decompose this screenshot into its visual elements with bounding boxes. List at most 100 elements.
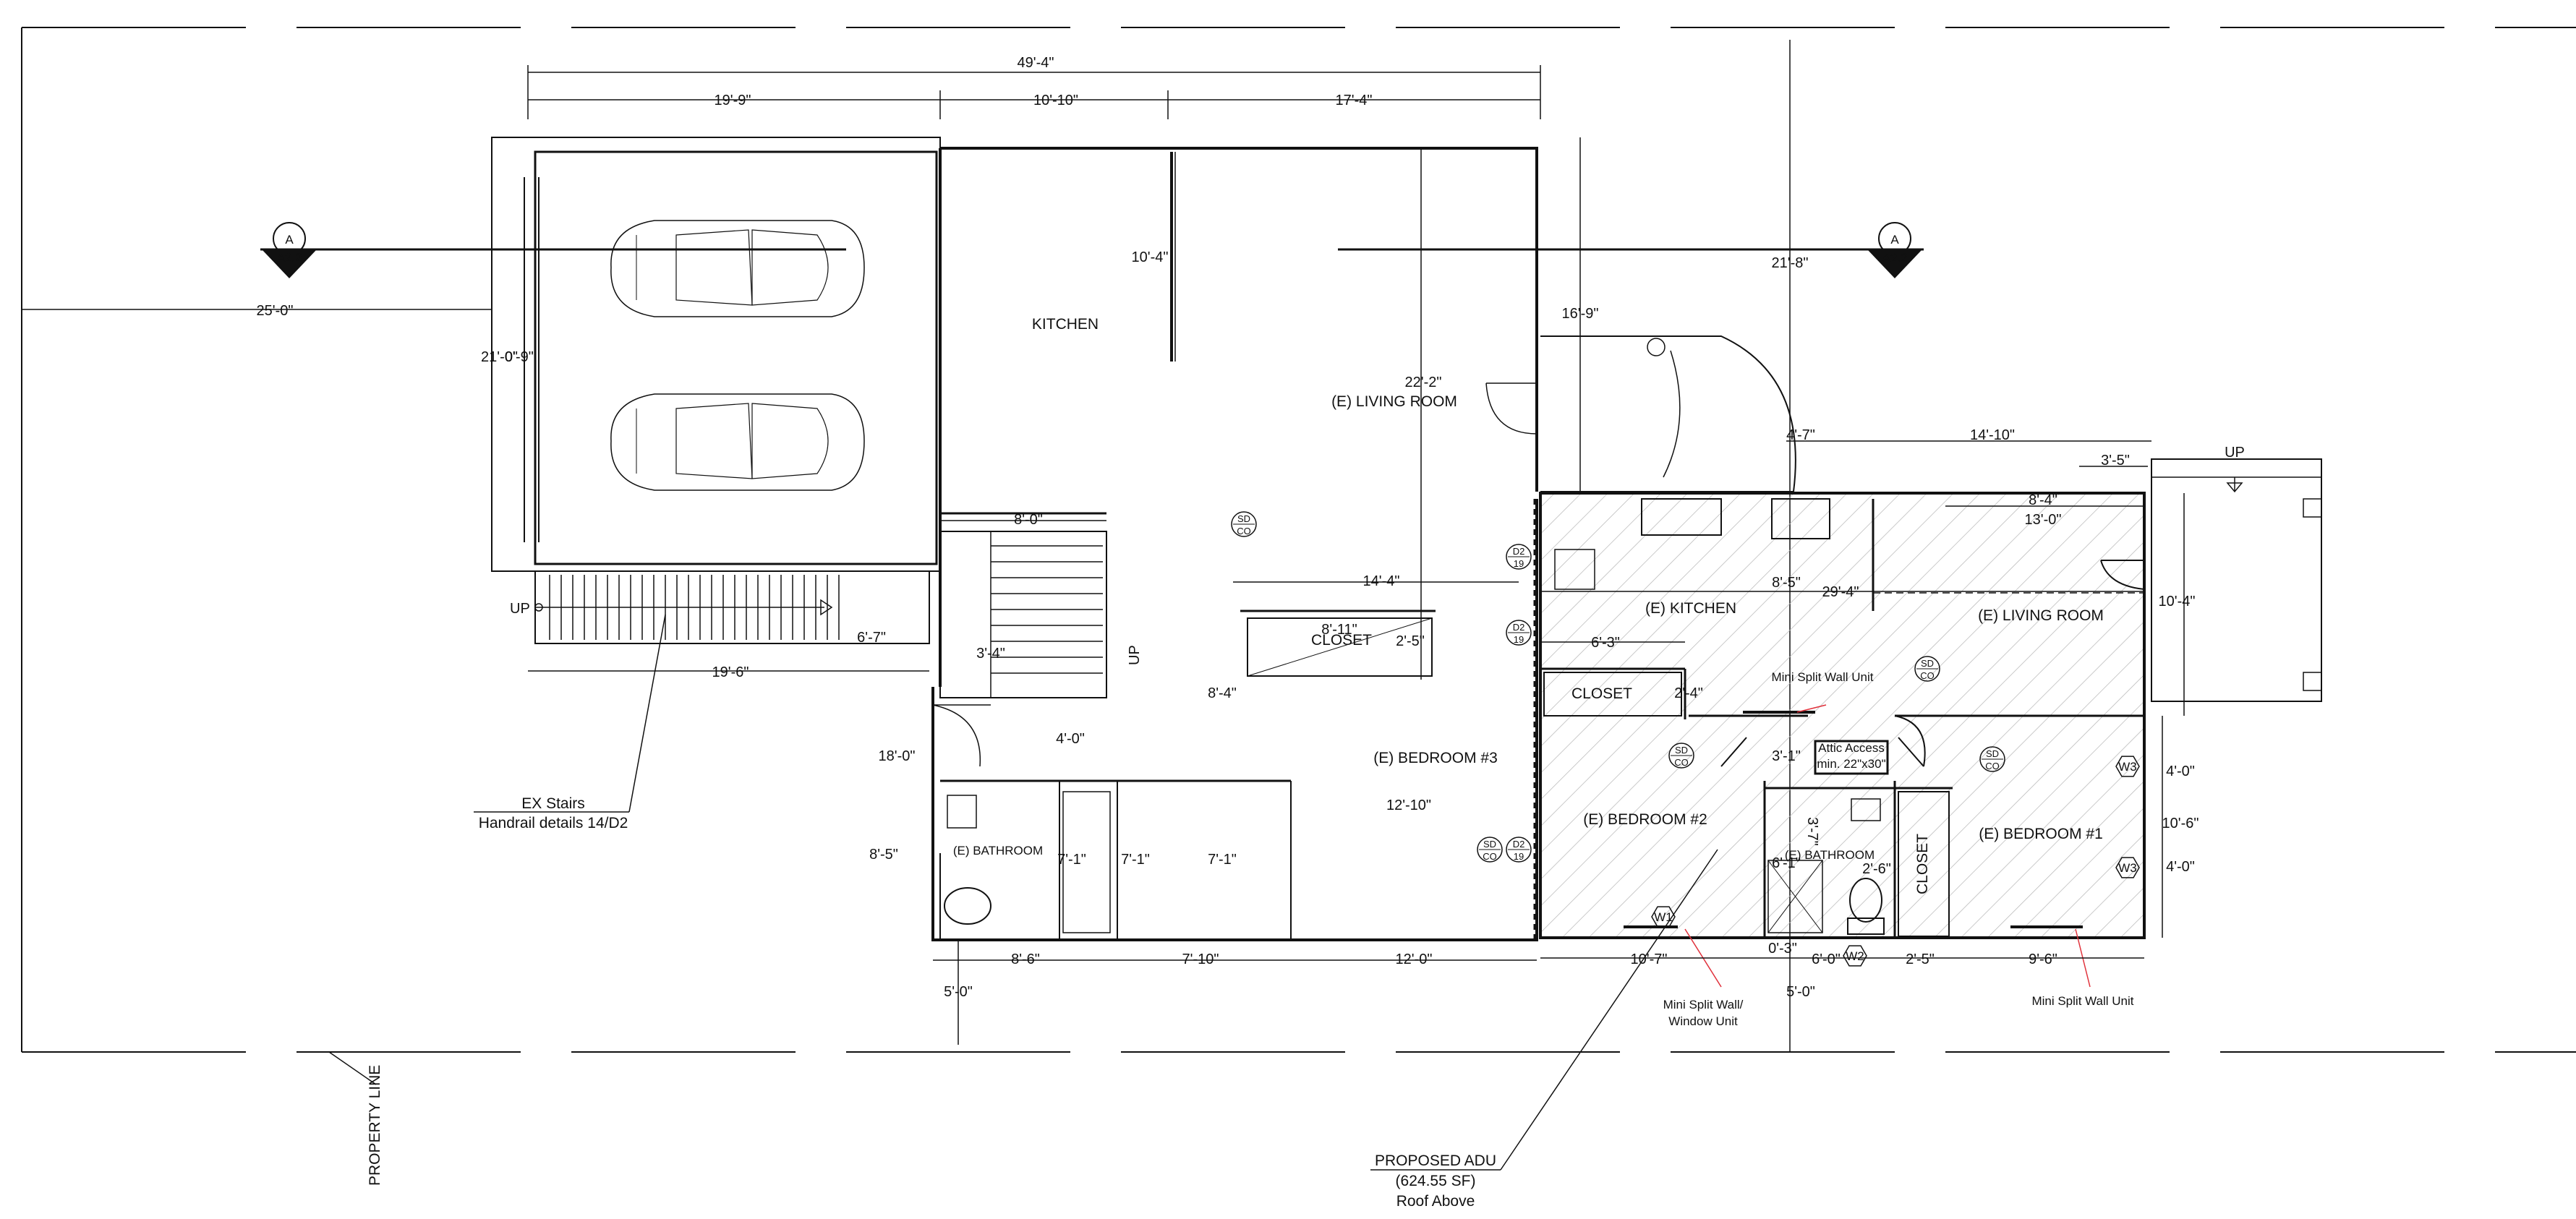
section-cut: A A2.2 A A2.2 bbox=[260, 222, 1924, 278]
svg-text:14'-10": 14'-10" bbox=[1970, 427, 2015, 443]
svg-text:8'-4": 8'-4" bbox=[1208, 685, 1237, 701]
svg-text:D2: D2 bbox=[1513, 839, 1525, 850]
svg-text:SD: SD bbox=[1986, 748, 1999, 759]
attic-access-title: Attic Access bbox=[1818, 741, 1885, 755]
adu-bedroom2-label: (E) BEDROOM #2 bbox=[1583, 811, 1707, 828]
svg-text:D2: D2 bbox=[1513, 546, 1525, 557]
car-bottom bbox=[610, 393, 865, 491]
svg-text:D2: D2 bbox=[1513, 622, 1525, 633]
stairs-note: EX Stairs Handrail details 14/D2 bbox=[474, 614, 666, 831]
svg-text:8'-0": 8'-0" bbox=[1014, 512, 1043, 528]
svg-text:2'-5": 2'-5" bbox=[1396, 633, 1425, 649]
svg-text:2'-5": 2'-5" bbox=[1906, 951, 1935, 967]
svg-text:2'-4": 2'-4" bbox=[1674, 685, 1703, 701]
svg-text:CO: CO bbox=[1237, 526, 1251, 536]
window-tag-w3-bottom: W3 bbox=[2115, 857, 2140, 878]
svg-text:A2.2: A2.2 bbox=[1882, 251, 1908, 265]
attic-access-size: min. 22"x30" bbox=[1817, 757, 1885, 771]
adu-living-room-label: (E) LIVING ROOM bbox=[1978, 607, 2104, 624]
closet-label-existing: CLOSET bbox=[1311, 632, 1372, 649]
mini-split-notes: Mini Split Wall Unit Mini Split Wall/ Wi… bbox=[1624, 670, 2134, 1028]
svg-text:9'-6": 9'-6" bbox=[2029, 951, 2057, 967]
adu-note: PROPOSED ADU (624.55 SF) Roof Above bbox=[1370, 849, 1718, 1210]
svg-text:Mini Split Wall/: Mini Split Wall/ bbox=[1663, 998, 1744, 1011]
adu-kitchen-label: (E) KITCHEN bbox=[1645, 600, 1736, 617]
bathroom-label-existing: (E) BATHROOM bbox=[953, 844, 1043, 857]
kitchen-label: KITCHEN bbox=[1032, 316, 1099, 333]
svg-text:14'-4": 14'-4" bbox=[1363, 573, 1400, 589]
section-marker-right: A A2.2 bbox=[1867, 222, 1922, 278]
adu-bedroom1-label: (E) BEDROOM #1 bbox=[1979, 826, 2103, 842]
adu-exterior-porch: UP bbox=[2151, 445, 2322, 702]
svg-text:5'-0": 5'-0" bbox=[944, 984, 973, 1000]
svg-text:UP: UP bbox=[1127, 645, 1143, 665]
svg-text:21'-0": 21'-0" bbox=[481, 349, 518, 365]
svg-text:19'-9": 19'-9" bbox=[715, 93, 751, 108]
property-line-boundary bbox=[21, 27, 2576, 1085]
svg-text:19: 19 bbox=[1514, 851, 1524, 862]
svg-text:4'-7": 4'-7" bbox=[1786, 427, 1815, 443]
svg-text:SD: SD bbox=[1483, 839, 1496, 850]
garage: 21'-0" 0'-9" bbox=[481, 137, 941, 572]
svg-text:10'-10": 10'-10" bbox=[1033, 93, 1078, 108]
svg-text:6'-3": 6'-3" bbox=[1591, 635, 1620, 651]
svg-text:Mini Split Wall Unit: Mini Split Wall Unit bbox=[1771, 670, 1873, 684]
svg-text:0'-3": 0'-3" bbox=[1768, 941, 1797, 957]
svg-text:10'-6": 10'-6" bbox=[2162, 816, 2199, 831]
svg-text:Mini Split Wall Unit: Mini Split Wall Unit bbox=[2031, 994, 2133, 1008]
svg-text:W3: W3 bbox=[2118, 760, 2137, 774]
svg-text:10'-4": 10'-4" bbox=[1132, 249, 1169, 265]
svg-text:7'-10": 7'-10" bbox=[1182, 951, 1219, 967]
svg-text:8'-4": 8'-4" bbox=[2029, 492, 2057, 508]
existing-house bbox=[931, 147, 1538, 941]
svg-text:2'-6": 2'-6" bbox=[1862, 861, 1891, 877]
svg-text:CO: CO bbox=[1920, 670, 1935, 681]
svg-text:49'-4": 49'-4" bbox=[1018, 55, 1054, 71]
svg-text:12'-10": 12'-10" bbox=[1386, 797, 1431, 813]
svg-text:A: A bbox=[285, 233, 294, 247]
top-dimensions: 49'-4" 19'-9" 10'-10" 17'-4" 25'-0" bbox=[22, 55, 1541, 319]
svg-text:10'-4": 10'-4" bbox=[2159, 594, 2196, 610]
svg-text:8'-6": 8'-6" bbox=[1011, 951, 1040, 967]
svg-text:CO: CO bbox=[1674, 757, 1689, 768]
svg-text:Handrail details 14/D2: Handrail details 14/D2 bbox=[479, 815, 628, 831]
svg-text:4'-0": 4'-0" bbox=[1056, 731, 1085, 747]
exterior-stairs: UP 19'-6" bbox=[510, 570, 930, 680]
property-line-label: PROPERTY LINE bbox=[367, 1065, 383, 1186]
svg-text:Roof Above: Roof Above bbox=[1396, 1193, 1475, 1210]
svg-text:12'-0": 12'-0" bbox=[1396, 951, 1433, 967]
svg-text:3'-4": 3'-4" bbox=[976, 646, 1005, 662]
svg-text:29'-4": 29'-4" bbox=[1822, 584, 1859, 600]
svg-text:7'-1": 7'-1" bbox=[1121, 852, 1150, 868]
adu-closet-label: CLOSET bbox=[1571, 685, 1632, 702]
svg-text:4'-0": 4'-0" bbox=[2166, 859, 2195, 875]
window-tag-w3-top: W3 bbox=[2115, 756, 2140, 777]
section-marker-left: A A2.2 bbox=[262, 222, 317, 278]
svg-text:3'-5": 3'-5" bbox=[2101, 453, 2130, 469]
svg-text:A: A bbox=[1890, 233, 1899, 247]
svg-text:21'-8": 21'-8" bbox=[1772, 255, 1809, 271]
living-room-label: (E) LIVING ROOM bbox=[1331, 393, 1457, 410]
svg-text:W3: W3 bbox=[2118, 861, 2137, 875]
svg-text:CO: CO bbox=[1985, 761, 2000, 771]
svg-text:W1: W1 bbox=[1654, 910, 1673, 924]
svg-text:16'-9": 16'-9" bbox=[1562, 306, 1599, 322]
svg-text:18'-0": 18'-0" bbox=[879, 748, 916, 764]
svg-text:UP: UP bbox=[2225, 445, 2245, 461]
adu-bathroom-label: (E) BATHROOM bbox=[1785, 848, 1875, 862]
svg-text:UP: UP bbox=[510, 601, 530, 617]
svg-text:EX Stairs: EX Stairs bbox=[521, 795, 585, 812]
svg-text:6'-1": 6'-1" bbox=[1772, 855, 1801, 871]
svg-text:5'-0": 5'-0" bbox=[1786, 984, 1815, 1000]
svg-text:8'-5": 8'-5" bbox=[1772, 575, 1801, 591]
adu-dimensions: 4'-7" 14'-10" 3'-5" 8'-4" 13'-0" 8'-5" 2… bbox=[1540, 427, 2198, 1000]
